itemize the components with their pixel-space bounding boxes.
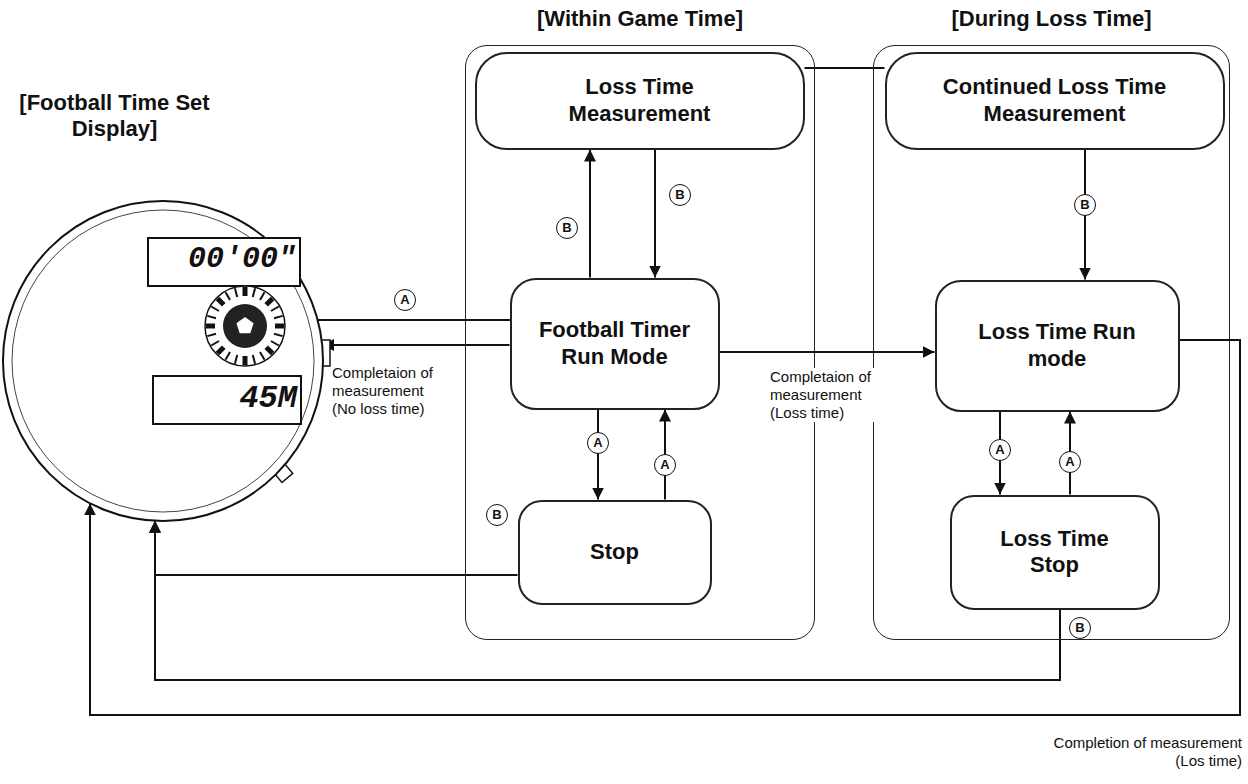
watch-bezel bbox=[12, 210, 314, 512]
state-group: [During Loss Time]Continued Loss Time Me… bbox=[873, 45, 1230, 640]
state-name: Loss Time Measurement bbox=[540, 74, 740, 127]
dial-tick bbox=[266, 347, 272, 353]
group-heading: [During Loss Time] bbox=[874, 6, 1229, 32]
state-name: Football Timer Run Mode bbox=[524, 317, 706, 370]
dial-tick bbox=[253, 288, 255, 297]
transition-arrow bbox=[155, 521, 518, 575]
dial-tick bbox=[226, 352, 231, 360]
button-callout: B bbox=[1069, 617, 1091, 639]
lcd-readout: 00′00″ bbox=[152, 242, 296, 276]
dial-tick bbox=[275, 324, 284, 329]
button-callout: B bbox=[669, 184, 691, 206]
display-heading: [Football Time Set Display] bbox=[2, 90, 227, 143]
state-box: Continued Loss Time Measurement bbox=[885, 52, 1225, 150]
state-box: Football Timer Run Mode bbox=[510, 278, 720, 410]
state-box: Loss Time Stop bbox=[950, 495, 1160, 610]
state-name: Stop bbox=[590, 539, 639, 565]
dial-tick bbox=[226, 292, 231, 300]
watch-case bbox=[3, 201, 323, 521]
dial-tick bbox=[243, 287, 248, 296]
group-heading: [Within Game Time] bbox=[466, 6, 814, 32]
lcd-readout: 45M bbox=[157, 380, 297, 417]
transition-arrow bbox=[589, 150, 591, 278]
transition-label: Completaion of measurement (No loss time… bbox=[332, 364, 444, 418]
button-callout: B bbox=[556, 217, 578, 239]
dial-tick bbox=[260, 292, 265, 300]
dial-tick bbox=[217, 298, 223, 304]
watch-display: [Football Time Set Display]00′00″45M bbox=[2, 200, 324, 522]
transition-arrow bbox=[597, 410, 599, 500]
button-callout: A bbox=[1059, 451, 1081, 473]
state-box: Loss Time Run mode bbox=[935, 280, 1180, 412]
button-callout: B bbox=[486, 504, 508, 526]
state-name: Loss Time Run mode bbox=[951, 319, 1163, 372]
state-name: Loss Time Stop bbox=[995, 526, 1115, 579]
state-box: Loss Time Measurement bbox=[475, 52, 805, 150]
dial-tick bbox=[207, 334, 216, 336]
dial-tick bbox=[253, 355, 255, 364]
dial-tick bbox=[274, 334, 283, 336]
dial-tick bbox=[207, 316, 216, 318]
dial-tick bbox=[260, 352, 265, 360]
button-callout: B bbox=[1074, 194, 1096, 216]
transition-label: Completaion of measurement (Loss time) bbox=[770, 368, 886, 422]
dial-tick bbox=[235, 288, 237, 297]
state-group: [Within Game Time]Loss Time MeasurementF… bbox=[465, 45, 815, 640]
lcd-window bbox=[153, 376, 301, 424]
dial-tick bbox=[243, 356, 248, 365]
ball-patch bbox=[236, 317, 253, 333]
state-name: Continued Loss Time Measurement bbox=[930, 74, 1180, 127]
lcd-window bbox=[148, 238, 300, 286]
state-box: Stop bbox=[518, 500, 712, 605]
dial-tick bbox=[271, 307, 279, 312]
dial-tick bbox=[211, 307, 219, 312]
transition-arrow bbox=[720, 351, 935, 353]
button-callout: A bbox=[394, 289, 416, 311]
dial-tick bbox=[217, 347, 223, 353]
ball-dial bbox=[205, 286, 285, 366]
transition-arrow bbox=[322, 344, 509, 346]
button-callout: A bbox=[587, 432, 609, 454]
dial-tick bbox=[206, 324, 215, 329]
transition-arrow bbox=[654, 150, 656, 278]
dial-tick bbox=[274, 316, 283, 318]
button-callout: A bbox=[654, 454, 676, 476]
dial-tick bbox=[235, 355, 237, 364]
dial-tick bbox=[211, 341, 219, 346]
button-callout: A bbox=[989, 439, 1011, 461]
ball-icon bbox=[223, 304, 267, 348]
dial-tick bbox=[271, 341, 279, 346]
transition-label: Completion of measurement (Los time) bbox=[1027, 734, 1242, 770]
dial-tick bbox=[266, 298, 272, 304]
